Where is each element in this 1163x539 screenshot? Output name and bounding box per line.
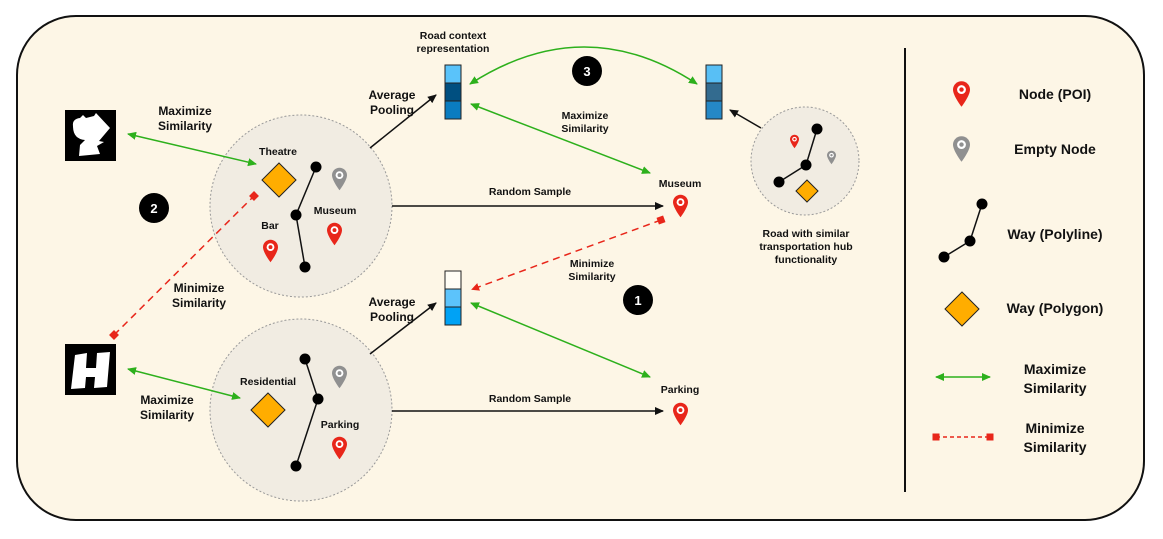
polyline-way-icon [773, 123, 823, 188]
avg-pooling-arrow-bottom [369, 302, 437, 355]
polyline-icon [938, 198, 988, 263]
label-line: Minimize [569, 258, 615, 270]
polygon-theatre-icon [261, 162, 297, 198]
poi-museum-target-icon [673, 194, 688, 218]
maximize-label-center: Maximize Similarity [550, 110, 620, 136]
label-line: Similarity [157, 119, 213, 133]
building-shape-image-bottom [65, 344, 116, 395]
step-badge-3: 3 [572, 56, 602, 86]
minimize-label-center: Minimize Similarity [557, 258, 627, 284]
museum-label: Museum [313, 205, 357, 217]
polygon-icon [795, 179, 819, 203]
label-line: Maximize [140, 393, 194, 407]
label-line: Road with similar [762, 228, 850, 240]
theatre-label: Theatre [259, 146, 297, 158]
label-line: transportation hub [759, 241, 853, 253]
maximize-arrow-similar-road [469, 46, 698, 85]
similar-road-context [750, 106, 860, 216]
label-line: Similarity [561, 123, 609, 135]
polygon-residential-icon [250, 392, 286, 428]
road-context-label: Road context representation [413, 30, 493, 56]
vector-top [444, 64, 462, 120]
pooling-arrow-right [729, 109, 762, 129]
vector-right [705, 64, 723, 120]
step-badge-2: 2 [139, 193, 169, 223]
context-circle [209, 318, 393, 502]
minimize-arrow-center [471, 215, 666, 291]
polyline-way-icon [290, 161, 322, 273]
maximize-label-top-left: Maximize Similarity [150, 104, 220, 134]
legend-label-node-poi: Node (POI) [1018, 86, 1092, 102]
vector-bottom [444, 270, 462, 326]
label-line: functionality [774, 254, 838, 266]
legend-label-minimize: Minimize Similarity [1010, 419, 1100, 457]
similar-road-label: Road with similar transportation hub fun… [752, 228, 860, 267]
label-line: Pooling [370, 103, 414, 117]
random-sample-label-bottom: Random Sample [488, 393, 572, 405]
label-line: Similarity [1023, 380, 1087, 396]
avg-pooling-arrow-top [369, 94, 437, 149]
label-line: Similarity [1023, 439, 1087, 455]
bar-label: Bar [261, 220, 279, 232]
polygon-icon [944, 291, 980, 327]
maximize-arrow-parking [470, 302, 651, 378]
label-line: Average [368, 295, 416, 309]
label-line: Similarity [171, 296, 227, 310]
legend-label-empty-node: Empty Node [1014, 141, 1096, 157]
label-line: Similarity [139, 408, 195, 422]
empty-node-icon [953, 136, 970, 162]
legend-label-maximize: Maximize Similarity [1010, 360, 1100, 398]
minimize-arrow-left [109, 191, 259, 340]
label-line: representation [416, 43, 490, 55]
residential-label: Residential [239, 376, 297, 388]
label-line: Average [368, 88, 416, 102]
museum-target-label: Museum [658, 178, 702, 190]
label-line: Maximize [158, 104, 212, 118]
step-badge-1: 1 [623, 285, 653, 315]
label-line: Maximize [1023, 361, 1087, 377]
label-line: Minimize [173, 281, 225, 295]
label-line: Pooling [370, 310, 414, 324]
label-line: Maximize [561, 110, 609, 122]
legend-label-polygon: Way (Polygon) [1006, 300, 1104, 316]
parking-label: Parking [320, 419, 360, 431]
avg-pooling-label-top: Average Pooling [357, 88, 427, 118]
maximize-arrow-bottom-left [127, 367, 241, 400]
polyline-way-icon [290, 353, 324, 472]
minimize-label-left: Minimize Similarity [164, 281, 234, 311]
maximize-arrow-museum [470, 103, 651, 174]
avg-pooling-label-bottom: Average Pooling [357, 295, 427, 325]
parking-target-label: Parking [660, 384, 700, 396]
label-line: Road context [419, 30, 487, 42]
maximize-label-bottom-left: Maximize Similarity [132, 393, 202, 423]
road-context-bottom [209, 318, 393, 502]
label-line: Similarity [568, 271, 616, 283]
building-shape-image-top [65, 110, 116, 161]
label-line: Minimize [1025, 420, 1085, 436]
poi-node-icon [953, 81, 970, 107]
random-sample-label-top: Random Sample [488, 186, 572, 198]
poi-parking-target-icon [673, 402, 688, 426]
legend-label-polyline: Way (Polyline) [1007, 226, 1103, 242]
maximize-arrow-top-left [127, 131, 257, 167]
